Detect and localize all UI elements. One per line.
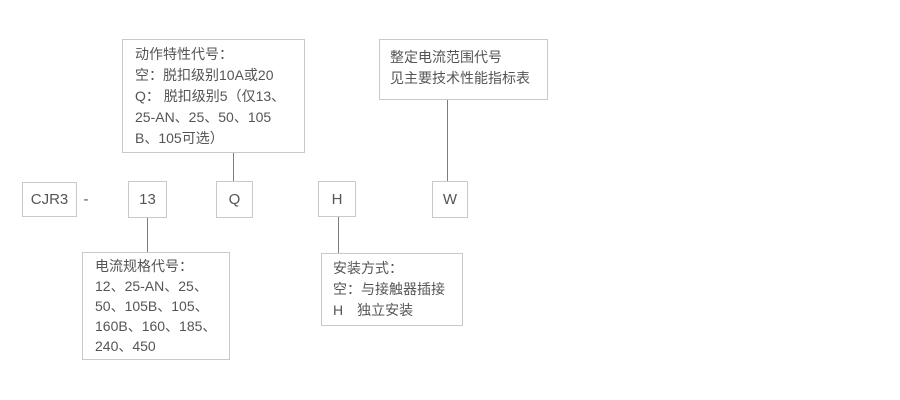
code-box-mounting: H	[318, 181, 356, 217]
code-action-label: Q	[228, 191, 241, 208]
callout-action-line: Q： 脱扣级别5（仅13、	[135, 88, 286, 104]
connector-action-to-q	[233, 153, 234, 181]
callout-current-line: 240、450	[95, 338, 156, 354]
connector-range-to-w	[447, 100, 448, 181]
callout-mounting-line: H 独立安装	[333, 302, 414, 318]
callout-range-line: 整定电流范围代号	[390, 49, 502, 65]
callout-action-line: 动作特性代号：	[135, 46, 233, 62]
code-box-current-range: W	[432, 181, 468, 218]
model-prefix-label: CJR3	[30, 191, 69, 208]
code-box-current-spec: 13	[128, 181, 167, 218]
callout-action-line: B、105可选）	[135, 130, 224, 146]
callout-current-line: 电流规格代号：	[95, 258, 193, 274]
connector-13-to-current-spec	[147, 218, 148, 252]
callout-current-line: 160B、160、185、	[95, 318, 217, 334]
callout-mounting-method: 安装方式： 空：与接触器插接 H 独立安装	[321, 253, 463, 326]
separator-dash-label: -	[83, 191, 89, 208]
connector-h-to-mounting	[338, 217, 339, 253]
code-mounting-label: H	[331, 190, 343, 208]
callout-range-line: 见主要技术性能指标表	[390, 70, 530, 86]
callout-setting-current-range: 整定电流范围代号 见主要技术性能指标表	[379, 39, 548, 100]
code-current-range-label: W	[442, 191, 458, 208]
separator-dash: -	[79, 182, 93, 217]
callout-mounting-line: 空：与接触器插接	[333, 281, 445, 297]
callout-current-line: 12、25-AN、25、	[95, 278, 208, 294]
code-box-action-characteristic: Q	[216, 181, 253, 218]
callout-current-spec: 电流规格代号： 12、25-AN、25、 50、105B、105、 160B、1…	[82, 252, 230, 360]
callout-mounting-line: 安装方式：	[333, 260, 403, 276]
callout-action-line: 25-AN、25、50、105	[135, 109, 272, 125]
code-current-spec-label: 13	[139, 191, 156, 208]
callout-action-line: 空：脱扣级别10A或20	[135, 67, 274, 83]
model-prefix-box: CJR3	[22, 182, 77, 217]
callout-action-characteristic: 动作特性代号： 空：脱扣级别10A或20 Q： 脱扣级别5（仅13、 25-AN…	[122, 39, 305, 153]
callout-current-line: 50、105B、105、	[95, 298, 209, 314]
